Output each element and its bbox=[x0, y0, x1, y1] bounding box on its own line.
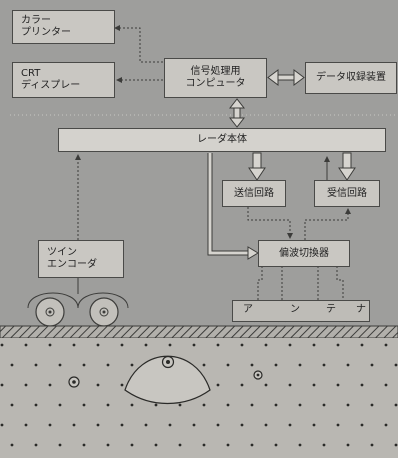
polarization-switch-box: 偏波切換器 bbox=[258, 240, 350, 267]
connector-radar-switch bbox=[207, 153, 259, 260]
connector-switch-antenna bbox=[257, 266, 344, 300]
connector-radar-tx bbox=[248, 152, 266, 181]
radar-unit-label: レーダ本体 bbox=[197, 134, 247, 145]
connector-computer-printer bbox=[114, 25, 163, 63]
color-printer-label-1: カラー bbox=[21, 15, 51, 26]
buried-object bbox=[124, 355, 211, 405]
signal-computer-label-1: 信号処理用 bbox=[190, 66, 241, 77]
antenna-char-3: テ bbox=[326, 304, 336, 315]
color-printer-box: カラー プリンター bbox=[12, 10, 115, 44]
receiver-label: 受信回路 bbox=[327, 187, 367, 199]
antenna-char-1: ア bbox=[243, 304, 253, 315]
antenna-box: ア ン テ ナ bbox=[232, 300, 370, 322]
crt-display-label-2: ディスプレー bbox=[21, 80, 81, 91]
connector-switch-rx bbox=[304, 208, 351, 240]
wheel-right bbox=[89, 297, 119, 327]
crt-display-box: CRT ディスプレー bbox=[12, 62, 115, 98]
twin-encoder-label-1: ツイン bbox=[47, 247, 77, 258]
connector-computer-radar bbox=[228, 98, 246, 128]
receiver-box: 受信回路 bbox=[314, 180, 380, 207]
signal-computer-label-2: コンピュータ bbox=[185, 78, 246, 89]
connector-tx-switch bbox=[247, 207, 293, 239]
twin-encoder-box: ツイン エンコーダ bbox=[38, 240, 124, 278]
ground-surface bbox=[0, 325, 398, 339]
color-printer-label-2: プリンター bbox=[21, 27, 71, 38]
polarization-switch-label: 偏波切換器 bbox=[279, 247, 329, 259]
data-recorder-box: データ収録装置 bbox=[305, 62, 397, 94]
connector-rx-radar bbox=[338, 152, 356, 181]
data-recorder-label: データ収録装置 bbox=[316, 72, 386, 83]
wheel-assembly bbox=[27, 278, 129, 327]
signal-computer-box: 信号処理用 コンピュータ bbox=[164, 58, 267, 98]
wheel-left bbox=[35, 297, 65, 327]
twin-encoder-label-2: エンコーダ bbox=[47, 259, 97, 270]
crt-display-label-1: CRT bbox=[21, 68, 41, 79]
transmitter-box: 送信回路 bbox=[222, 180, 286, 207]
radar-unit-box: レーダ本体 bbox=[58, 128, 386, 152]
antenna-char-2: ン bbox=[290, 304, 300, 315]
transmitter-label: 送信回路 bbox=[234, 187, 274, 199]
soil bbox=[0, 338, 398, 458]
antenna-char-4: ナ bbox=[356, 304, 366, 315]
connector-computer-recorder bbox=[267, 69, 305, 86]
